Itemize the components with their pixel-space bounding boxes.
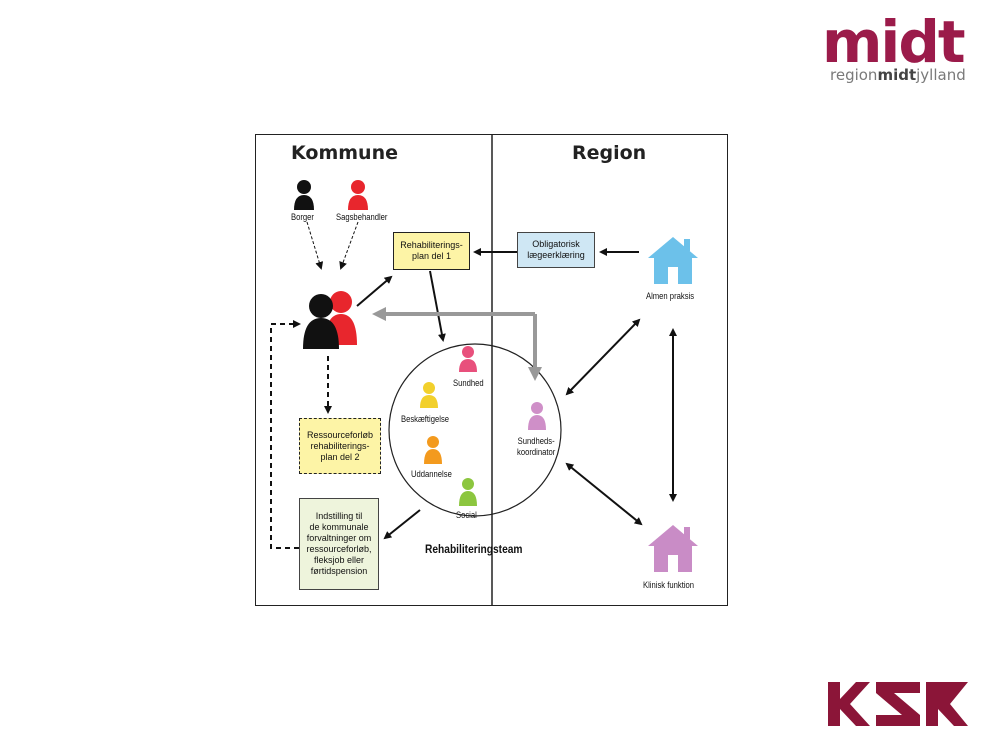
sagsbehandler-person-icon xyxy=(348,180,368,210)
almen-praksis-label: Almen praksis xyxy=(646,291,695,301)
arrow-loop-back xyxy=(270,320,301,549)
klinisk-funktion-house-icon xyxy=(648,525,698,572)
rehab-plan-1-box: Rehabiliterings- plan del 1 xyxy=(393,232,470,270)
midt-sub-bold: midt xyxy=(877,66,917,84)
arrow-to-rehab1 xyxy=(356,275,393,307)
arrow-rehab1-to-team xyxy=(429,270,446,342)
borger-sagsbehandler-group-icon xyxy=(303,291,357,349)
ressourceforloeb-text: Ressourceforløb rehabiliterings- plan de… xyxy=(306,429,374,462)
sundhed-label: Sundhed xyxy=(453,378,484,388)
region-midtjylland-logo: midt regionmidtjylland xyxy=(820,8,970,86)
koordinator-person-icon xyxy=(528,402,546,430)
ksr-logo xyxy=(828,682,968,726)
uddannelse-label: Uddannelse xyxy=(411,469,452,479)
almen-praksis-house-icon xyxy=(648,237,698,284)
borger-person-icon xyxy=(294,180,314,210)
obligatorisk-box: Obligatorisk lægeerklæring xyxy=(517,232,595,268)
rehabiliteringsteam-label: Rehabiliteringsteam xyxy=(425,542,523,556)
klinisk-funktion-label: Klinisk funktion xyxy=(643,580,695,590)
koordinator-label: Sundheds- koordinator xyxy=(517,436,556,457)
arrow-team-to-indstilling xyxy=(383,509,421,540)
arrow-borger xyxy=(306,221,324,270)
team-circle xyxy=(388,343,562,517)
midt-logo-subtitle: regionmidtjylland xyxy=(830,66,966,84)
social-person-icon xyxy=(459,478,477,506)
indstilling-box: Indstilling til de kommunale forvaltning… xyxy=(299,498,379,590)
arrow-sagsbehandler xyxy=(339,221,359,270)
beskaeftigelse-person-icon xyxy=(420,382,438,408)
borger-label: Borger xyxy=(291,212,314,222)
social-label: Social xyxy=(456,510,477,520)
sagsbehandler-label: Sagsbehandler xyxy=(336,212,388,222)
beskaeftigelse-label: Beskæftigelse xyxy=(401,414,450,424)
obligatorisk-text: Obligatorisk lægeerklæring xyxy=(527,239,585,260)
diagram-canvas xyxy=(255,134,728,606)
rehabilitation-diagram: Kommune Region Borger Sagsbehandler Reha… xyxy=(255,134,728,606)
sundhed-person-icon xyxy=(459,346,477,372)
rehab-plan-1-text: Rehabiliterings- plan del 1 xyxy=(400,240,463,261)
uddannelse-person-icon xyxy=(424,436,442,464)
ressourceforloeb-box: Ressourceforløb rehabiliterings- plan de… xyxy=(299,418,381,474)
arrow-almen-koordinator xyxy=(565,318,641,396)
region-title: Region xyxy=(572,142,647,164)
arrow-koordinator-klinisk xyxy=(565,462,643,526)
midt-sub-region: region xyxy=(830,66,878,84)
indstilling-text: Indstilling til de kommunale forvaltning… xyxy=(306,511,372,576)
midt-logo-word: midt xyxy=(822,8,966,76)
midt-sub-tail: jylland xyxy=(916,66,966,84)
kommune-title: Kommune xyxy=(291,142,398,164)
